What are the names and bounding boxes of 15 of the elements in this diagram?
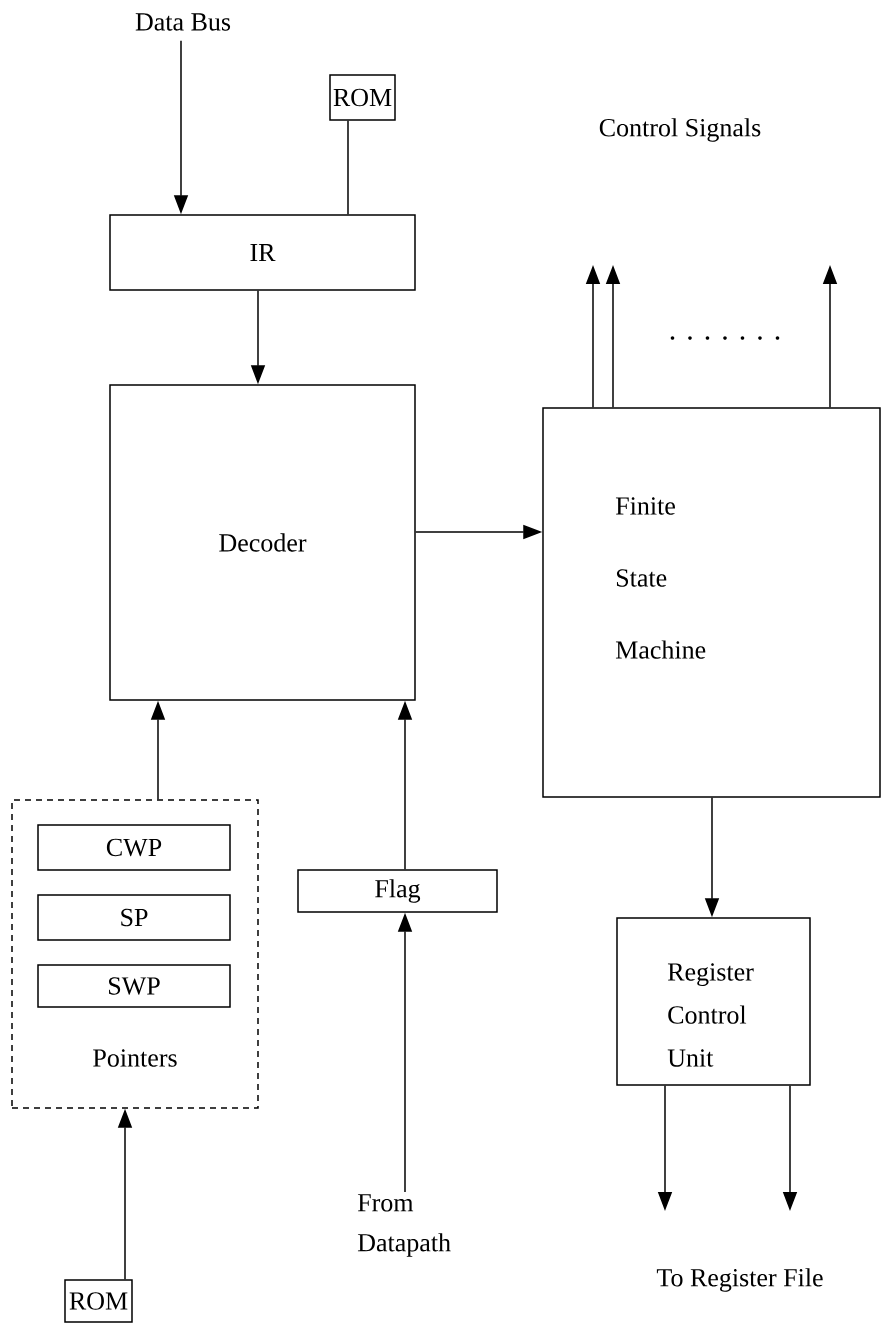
- process-box: ROM: [64, 1279, 133, 1323]
- process-box: ROM: [329, 74, 396, 121]
- ellipsis-dots: . . . . . . .: [670, 336, 780, 340]
- signal-label: Control Signals: [599, 118, 761, 142]
- signal-label: From Datapath: [357, 1194, 451, 1257]
- process-box: Flag: [297, 869, 498, 913]
- process-box: CWP: [37, 824, 231, 871]
- signal-label: Data Bus: [135, 13, 231, 31]
- signal-label: To Register File: [656, 1268, 823, 1292]
- process-box: SWP: [37, 964, 231, 1008]
- process-box: IR: [109, 214, 416, 291]
- process-box: SP: [37, 894, 231, 941]
- process-box: Finite State Machine: [542, 407, 881, 798]
- process-box: Decoder: [109, 384, 416, 701]
- process-box: Register Control Unit: [616, 917, 811, 1086]
